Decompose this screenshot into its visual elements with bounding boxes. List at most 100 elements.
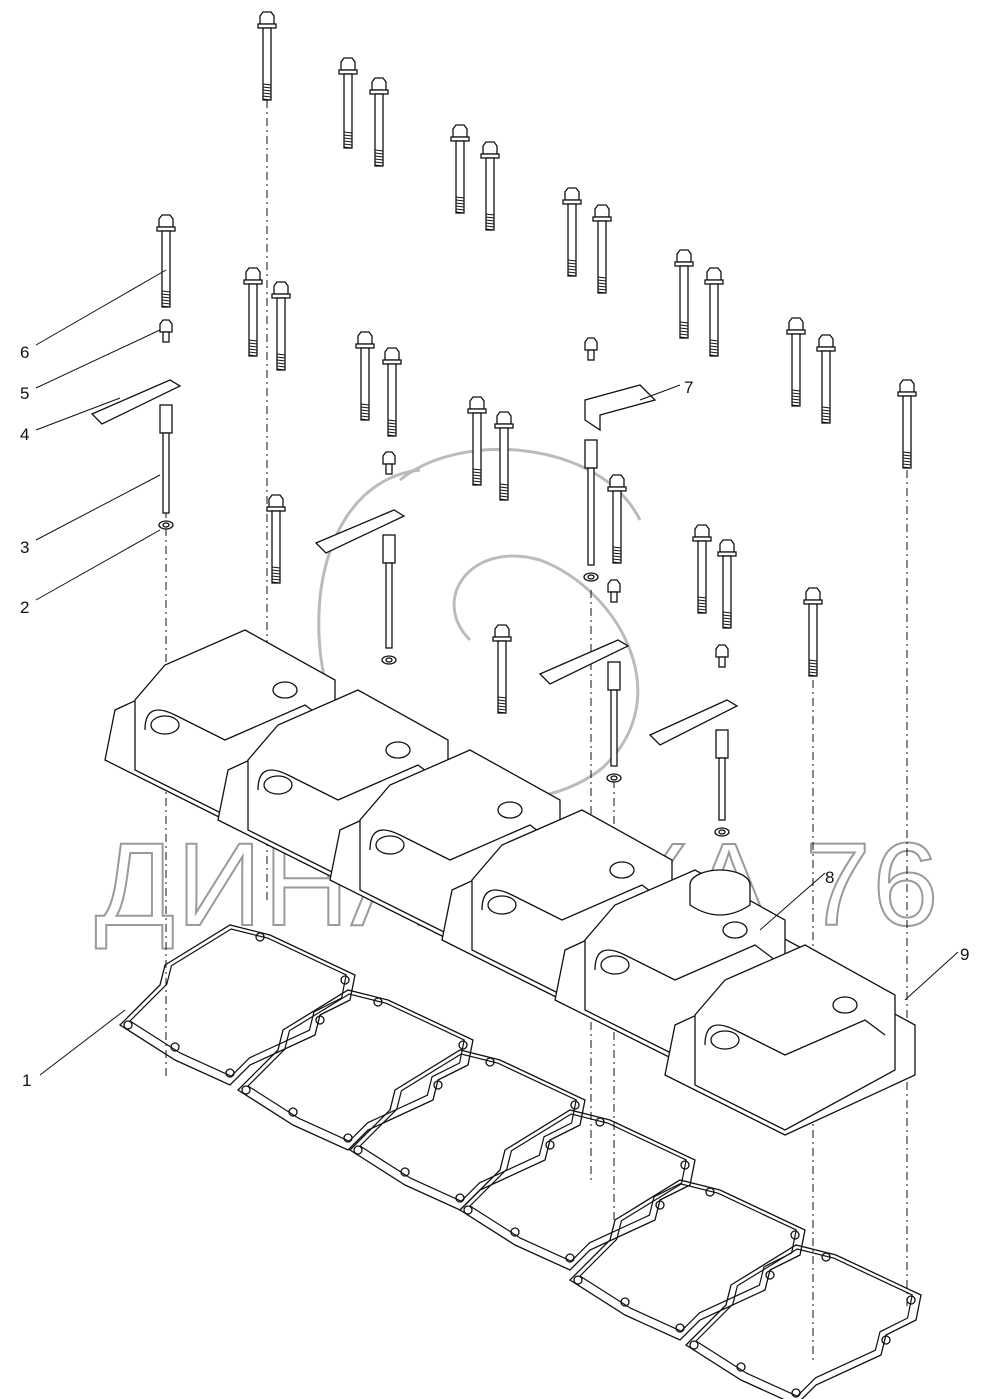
bolt-head [340, 57, 356, 71]
bolt-head [245, 267, 261, 281]
bolt-thread [821, 418, 831, 421]
bolt-thread [709, 348, 719, 351]
callout-2: 2 [20, 598, 29, 617]
gasket-bolt-hole [353, 1145, 363, 1155]
bolt-thread [709, 345, 719, 348]
washer [158, 520, 174, 530]
gasket-inner [579, 1183, 797, 1332]
stud-assembly [583, 337, 599, 582]
bolt-thread [374, 152, 384, 155]
cover-rib [257, 764, 439, 801]
cover-hole [385, 741, 411, 759]
washer [714, 827, 730, 837]
bolt-thread [343, 146, 353, 149]
bolt-head [357, 331, 373, 345]
bolt-shank [499, 427, 509, 501]
bolt-thread [360, 418, 370, 421]
bolt-thread [791, 398, 801, 401]
bolt-head [719, 539, 735, 553]
bolt-thread [709, 351, 719, 354]
gasket-bolt-hole [705, 1187, 715, 1197]
small-bolt-shank [718, 656, 726, 668]
stud-assembly [158, 319, 174, 530]
bolt-thread [387, 431, 397, 434]
bolt-thread [343, 134, 353, 137]
gasket-inner [469, 1113, 687, 1262]
bolt-thread [709, 342, 719, 345]
gasket-bolt-hole [123, 1020, 133, 1030]
bolt-thread [360, 403, 370, 406]
cover-hole [609, 861, 635, 879]
bolt-thread [709, 354, 719, 357]
gasket-bolt-hole [545, 1140, 555, 1150]
washer [381, 655, 397, 665]
gasket-outline [118, 924, 356, 1086]
bolt-thread [902, 466, 912, 469]
cover-hole [272, 681, 298, 699]
bolt-shank [697, 540, 707, 614]
bolt-head [469, 396, 485, 410]
gasket-bolt-hole [689, 1340, 699, 1350]
bolt-thread [722, 626, 732, 629]
bolt-head [564, 187, 580, 201]
bolt-thread [343, 143, 353, 146]
gasket-outline [684, 1244, 922, 1399]
small-bolt-shank [385, 463, 393, 475]
leader-line [35, 397, 121, 431]
bolt-thread [697, 596, 707, 599]
bolt-thread [499, 483, 509, 486]
gasket-bolt-hole [565, 1253, 575, 1263]
bolt-thread [455, 208, 465, 211]
bolt [266, 494, 286, 584]
bolt-thread [343, 137, 353, 140]
bolt-thread [271, 578, 281, 581]
bolt-thread [791, 404, 801, 407]
bolt-thread [597, 288, 607, 291]
stud-spacer [715, 729, 729, 759]
bolt-thread [387, 422, 397, 425]
gasket-outline [568, 1179, 806, 1341]
bolt-thread [276, 362, 286, 365]
gasket-bolt-hole [655, 1200, 665, 1210]
bolt-thread [485, 219, 495, 222]
bolt-thread [821, 421, 831, 424]
bolt-head [676, 249, 692, 263]
gasket-bolt-hole [400, 1167, 410, 1177]
gasket-bolt-hole [680, 1160, 690, 1170]
gasket-inner [129, 928, 347, 1077]
bolt-thread [722, 611, 732, 614]
leader-line [35, 529, 161, 601]
bolt-thread [276, 353, 286, 356]
bolt-thread [262, 83, 272, 86]
gasket-bolt-hole [433, 1080, 443, 1090]
bolt-thread [497, 708, 507, 711]
bolt-thread [497, 699, 507, 702]
bolt [592, 204, 612, 294]
bolt-thread [697, 608, 707, 611]
gasket-bolt-hole [570, 1100, 580, 1110]
bolt-thread [374, 161, 384, 164]
bolt [816, 334, 836, 424]
bolt-thread [567, 268, 577, 271]
bolt-thread [902, 454, 912, 457]
bolt-head [899, 379, 915, 393]
cover-rib [144, 704, 326, 741]
bolt-thread [262, 98, 272, 101]
bolt [257, 11, 277, 101]
bolt-thread [262, 95, 272, 98]
gasket-bolt-hole [821, 1252, 831, 1262]
bolt-thread [679, 336, 689, 339]
bolt-thread [472, 480, 482, 483]
gasket-bolt-hole [373, 997, 383, 1007]
leader-line [639, 384, 681, 401]
bolt-thread [612, 546, 622, 549]
bolt-thread [499, 495, 509, 498]
leader-line [904, 951, 959, 1001]
bolt-thread [597, 291, 607, 294]
gasket-bolt-hole [241, 1085, 251, 1095]
bolt-thread [612, 558, 622, 561]
bolt-thread [262, 89, 272, 92]
bolt-thread [360, 412, 370, 415]
gasket-bolt-hole [315, 1015, 325, 1025]
